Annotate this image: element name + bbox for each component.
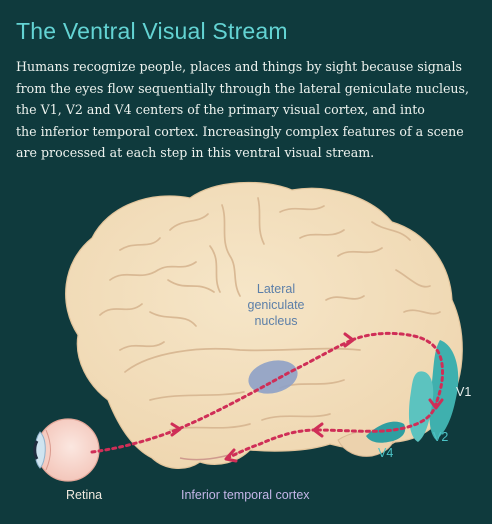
description-line: the inferior temporal cortex. Increasing… [16,123,464,139]
pathway-v2-to-v4 [314,402,438,433]
pathway-v4-to-it [226,428,318,460]
brain-folds [99,197,441,431]
eye-illustration [33,418,100,482]
lateral-geniculate-nucleus-region [248,360,298,394]
description-line: from the eyes flow sequentially through … [16,80,470,96]
v4-label: V4 [378,446,394,460]
v2-label: V2 [433,430,449,444]
signal-pathway [90,331,444,460]
retina-label: Retina [66,488,103,502]
v1-region [429,340,459,440]
lgn-label: Lateral geniculate nucleus [236,281,316,329]
description-line: Humans recognize people, places and thin… [16,59,462,74]
v1-label: V1 [456,385,472,399]
lgn-label-line: Lateral [256,282,296,296]
arrow-toward-it [224,448,238,463]
pathway-lgn-to-v1 [350,331,444,406]
pathway-retina-to-lgn [90,338,354,454]
v2-region [408,371,434,442]
arrow-v1-down [428,398,444,410]
inferior-temporal-cortex-label: Inferior temporal cortex [181,488,310,502]
description: Humans recognize people, places and thin… [16,56,486,164]
arrow-toward-v4 [312,422,324,438]
arrow-toward-v1 [343,332,355,348]
description-line: the V1, V2 and V4 centers of the primary… [16,102,425,117]
v4-region [366,421,406,443]
lgn-label-line: nucleus [254,314,298,328]
description-line: are processed at each step in this ventr… [16,145,375,160]
arrow-toward-lgn [170,422,182,437]
brain-illustration [65,181,463,469]
page-title: The Ventral Visual Stream [16,18,288,44]
lgn-label-line: geniculate [247,298,305,312]
